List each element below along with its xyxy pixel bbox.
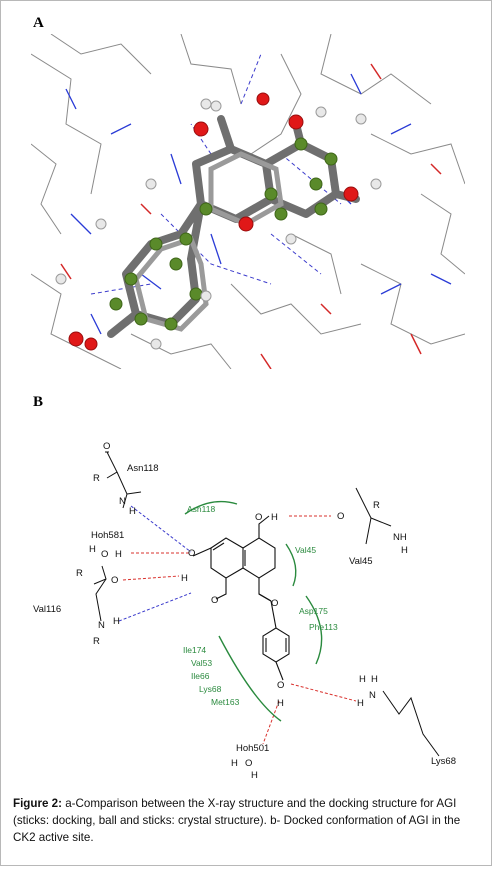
ligand-hydroxyl-o3: O: [277, 680, 284, 691]
ligand-hydroxyl-h3: H: [277, 698, 284, 709]
hydrophobic-arcs: [184, 500, 323, 722]
ligand-hydrogen-atoms: [55, 98, 382, 350]
lys68-h3: H: [357, 698, 364, 709]
ligand-carbon-atoms: [109, 137, 338, 331]
panel-b-interaction-diagram: O O H O H O H O O R Asn118 N H Hoh581 H …: [31, 416, 465, 794]
ligand-carbonyl-o: O: [188, 548, 195, 559]
panel-a-3d-structure: [31, 34, 465, 369]
hoh581-h1: H: [89, 544, 96, 555]
ligand-hydroxyl-o2: O: [211, 595, 218, 606]
val45-nh: NH: [393, 532, 407, 543]
asn118-r: R: [93, 473, 100, 484]
lys68-h2: H: [371, 674, 378, 685]
hoh581-o: O: [101, 549, 108, 560]
val45-h: H: [401, 545, 408, 556]
residue-ile66: Ile66: [191, 671, 210, 681]
residue-asp175: Asp175: [299, 606, 328, 616]
hoh501-o: O: [245, 758, 252, 769]
hoh581-name: Hoh581: [91, 530, 124, 541]
ligand-hydroxyl-h2: H: [181, 573, 188, 584]
residue-phe113: Phe113: [309, 622, 338, 632]
hoh581-h2: H: [115, 549, 122, 560]
hoh501-h2: H: [251, 770, 258, 781]
residue-met163: Met163: [211, 697, 240, 707]
caption-text: a-Comparison between the X-ray structure…: [13, 797, 461, 844]
lys68-n: N: [369, 690, 376, 701]
ligand-hydroxyl-h1: H: [271, 512, 278, 523]
residue-lys68: Lys68: [199, 684, 222, 694]
val116-name: Val116: [33, 604, 61, 615]
docking-comparison-image: [31, 34, 465, 369]
panel-b-label: B: [33, 394, 44, 410]
val116-h: H: [113, 616, 120, 627]
figure-caption: Figure 2: a-Comparison between the X-ray…: [13, 795, 481, 846]
val116-n: N: [98, 620, 105, 631]
ligand-oxygen-atoms: [68, 92, 359, 351]
val45-o: O: [337, 511, 344, 522]
val116-o: O: [111, 575, 118, 586]
residue-val45: Val45: [295, 545, 316, 555]
residue-skeletons: [93, 451, 440, 757]
val116-r: R: [76, 568, 83, 579]
lys68-h1: H: [359, 674, 366, 685]
hbonds-red: [122, 515, 357, 745]
ligand-hydroxyl-o1: O: [255, 512, 262, 523]
ligand-pyran-o: O: [271, 598, 278, 609]
protein-oxygen-bonds: [60, 63, 442, 369]
caption-figure-label: Figure 2:: [13, 797, 62, 810]
protein-wireframe: [31, 34, 465, 369]
hbonds-blue: [118, 505, 192, 622]
val45-r: R: [373, 500, 380, 511]
lys68-name: Lys68: [431, 756, 456, 767]
val45-name: Val45: [349, 556, 373, 567]
residue-asn118: Asn118: [187, 504, 215, 514]
asn118-name: Asn118: [127, 463, 159, 474]
interaction-diagram-svg: O O H O H O H O O R Asn118 N H Hoh581 H …: [33, 441, 456, 781]
asn118-o: O: [103, 441, 110, 452]
asn118-n: N: [119, 496, 126, 507]
hoh501-name: Hoh501: [236, 743, 269, 754]
hoh501-h1: H: [231, 758, 238, 769]
ligand-skeleton: [192, 515, 290, 681]
asn118-h: H: [129, 506, 136, 517]
residue-ile174: Ile174: [183, 645, 206, 655]
val116-r2: R: [93, 636, 100, 647]
residue-val53: Val53: [191, 658, 212, 668]
panel-a-label: A: [33, 15, 44, 31]
